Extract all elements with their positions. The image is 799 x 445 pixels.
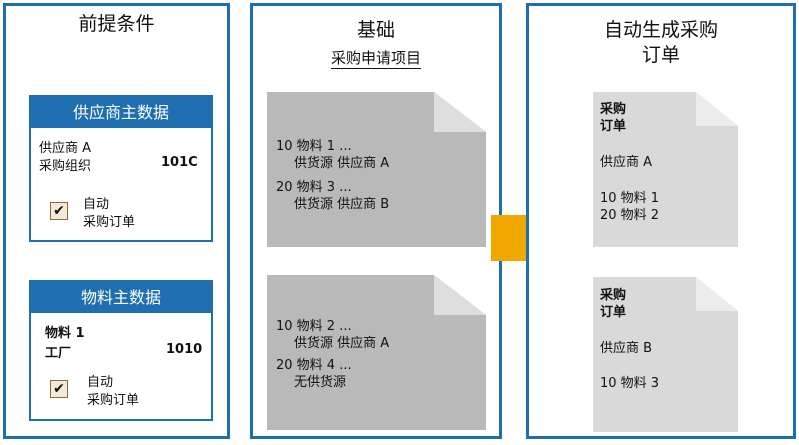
document-shape-icon	[593, 277, 738, 432]
pr-source-line: 供货源 供应商 A	[294, 336, 390, 351]
plant-value: 1010	[166, 342, 203, 357]
document-shape-icon	[267, 92, 486, 247]
basis-subtitle: 采购申请项目	[253, 47, 499, 69]
material-name: 物料 1	[45, 326, 85, 341]
po-title-line2: 订单	[600, 119, 627, 134]
prerequisites-title: 前提条件	[78, 13, 155, 35]
pr-source-line: 供货源 供应商 A	[294, 156, 390, 171]
auto-po-checkbox[interactable]: ✔	[50, 380, 68, 398]
purchase-requisition-doc: 10 物料 2 ... 供货源 供应商 A 20 物料 4 ... 无供货源	[267, 275, 486, 430]
po-title-line1: 采购	[600, 102, 627, 117]
document-shape-icon	[267, 275, 486, 430]
po-vendor: 供应商 B	[600, 341, 653, 356]
pr-item-line: 20 物料 4 ...	[276, 358, 352, 373]
basis-title: 基础	[356, 19, 395, 41]
auto-po-label-line2: 采购订单	[87, 393, 140, 408]
po-item: 10 物料 1	[600, 191, 660, 206]
auto-po-panel: 自动生成采购 订单 采购 订单 供应商 A 10 物料 1 20 物料 2 采购…	[526, 3, 796, 439]
po-item: 20 物料 2	[600, 208, 660, 223]
po-vendor: 供应商 A	[600, 155, 653, 170]
pr-source-line: 无供货源	[294, 375, 347, 390]
purchase-requisition-doc: 10 物料 1 ... 供货源 供应商 A 20 物料 3 ... 供货源 供应…	[267, 92, 486, 247]
purch-org-value: 101C	[161, 155, 198, 170]
purch-org-label: 采购组织	[39, 159, 92, 174]
po-title-line2: 订单	[600, 305, 627, 320]
auto-po-title-line2: 订单	[641, 44, 680, 66]
pr-item-line: 10 物料 1 ...	[276, 139, 352, 154]
auto-po-label-line1: 自动	[87, 375, 114, 390]
po-item: 10 物料 3	[600, 376, 660, 391]
material-master-header: 物料主数据	[31, 282, 211, 313]
material-master-card: 物料主数据 物料 1 工厂 1010 ✔ 自动 采购订单	[29, 280, 213, 421]
auto-po-label-line1: 自动	[83, 197, 110, 212]
pr-item-line: 20 物料 3 ...	[276, 180, 352, 195]
purchase-requisition-items-label: 采购申请项目	[330, 49, 421, 69]
document-shape-icon	[593, 92, 738, 247]
pr-source-line: 供货源 供应商 B	[294, 197, 390, 212]
prerequisites-panel: 前提条件 供应商主数据 供应商 A 采购组织 101C ✔ 自动 采购订单 物料…	[3, 3, 230, 439]
po-title-line1: 采购	[600, 288, 627, 303]
auto-po-checkbox[interactable]: ✔	[50, 202, 68, 220]
auto-po-title-line1: 自动生成采购	[603, 19, 718, 41]
plant-label: 工厂	[45, 346, 72, 361]
basis-panel: 基础 采购申请项目 10 物料 1 ... 供货源 供应商 A 20 物料 3 …	[250, 3, 502, 439]
auto-po-label-line2: 采购订单	[83, 215, 136, 230]
pr-item-line: 10 物料 2 ...	[276, 319, 352, 334]
purchase-order-doc: 采购 订单 供应商 A 10 物料 1 20 物料 2	[593, 92, 738, 247]
vendor-master-card: 供应商主数据 供应商 A 采购组织 101C ✔ 自动 采购订单	[29, 95, 213, 242]
vendor-master-header: 供应商主数据	[31, 97, 211, 128]
purchase-order-doc: 采购 订单 供应商 B 10 物料 3	[593, 277, 738, 432]
vendor-name: 供应商 A	[39, 141, 92, 156]
